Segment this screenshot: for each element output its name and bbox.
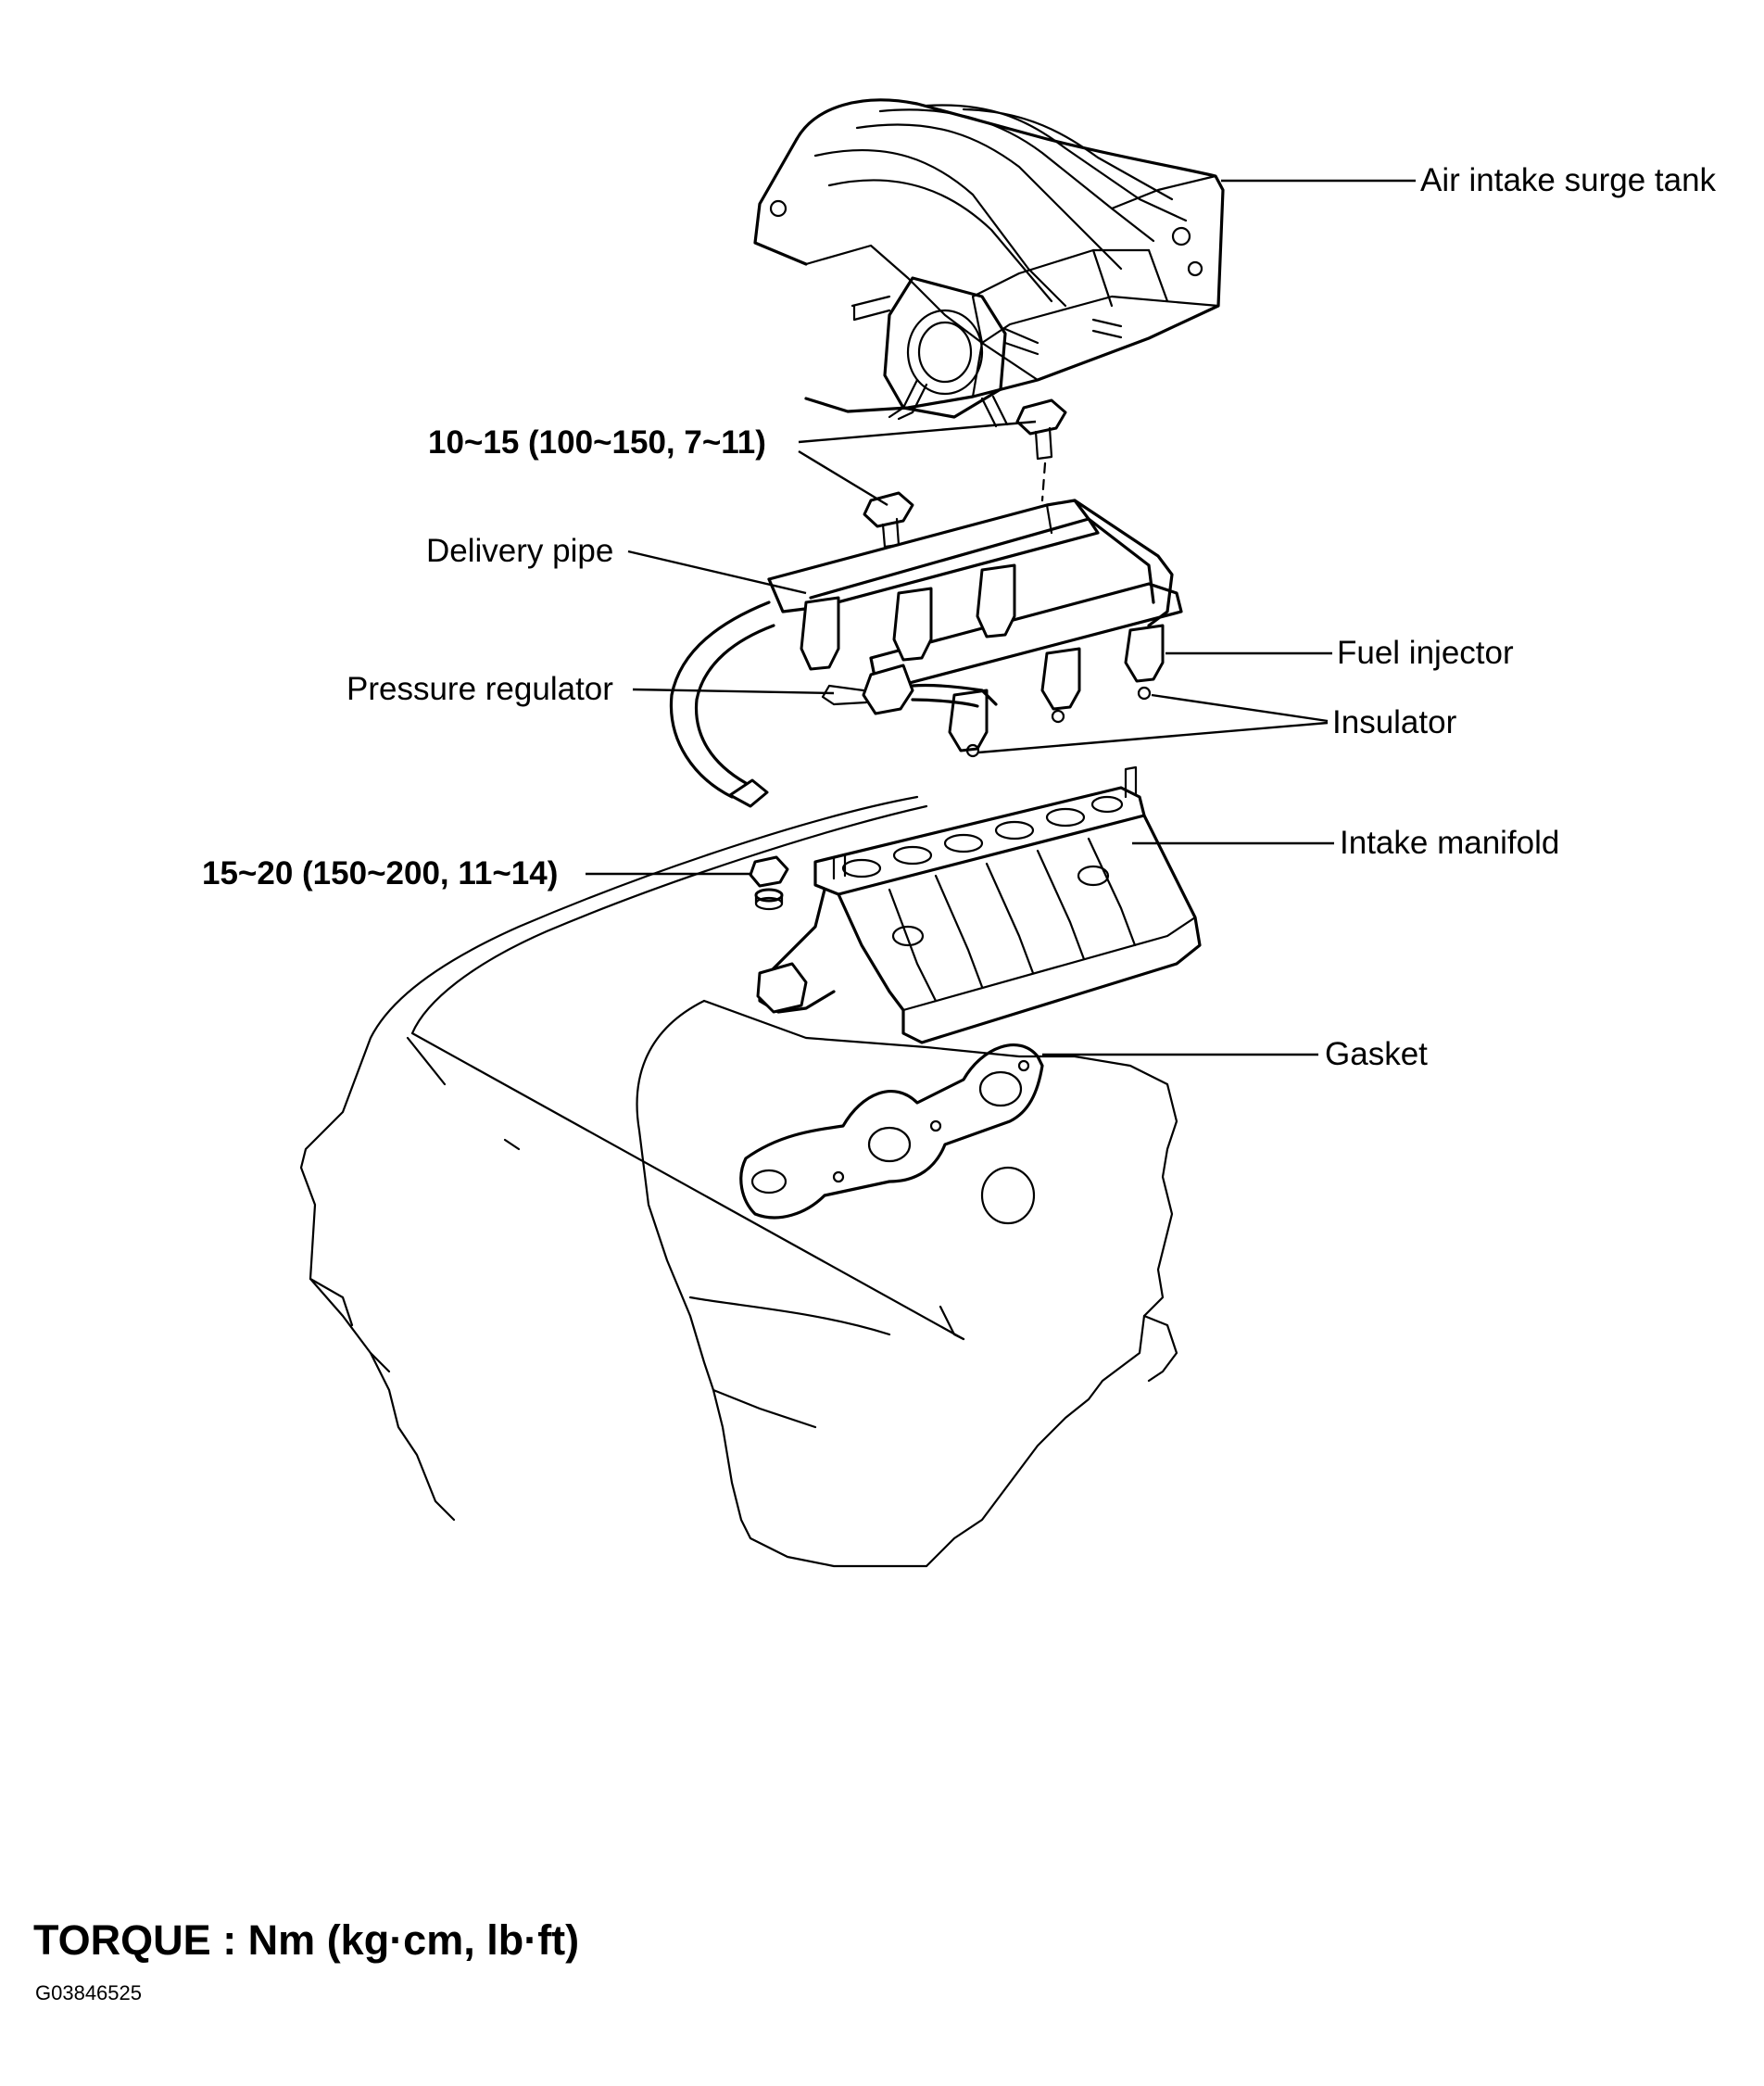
intake-manifold-nut (749, 855, 789, 911)
leader-lines (586, 179, 1416, 1056)
delivery-pipe-bolt-upper (1015, 398, 1067, 461)
fuel-injector-label: Fuel injector (1337, 635, 1514, 671)
insulator-parts (965, 686, 1152, 758)
figure-code: G03846525 (35, 1981, 142, 2004)
upper-bolt-torque-label: 10~15 (100~150, 7~11) (428, 424, 766, 461)
lower-nut-torque-label: 15~20 (150~200, 11~14) (202, 855, 559, 891)
delivery-pipe-label: Delivery pipe (426, 533, 614, 569)
pressure-regulator-part (821, 664, 998, 715)
delivery-pipe-part (669, 499, 1183, 808)
torque-units-heading: TORQUE : Nm (kg·cm, lb·ft) (33, 1916, 580, 1964)
gasket-label: Gasket (1325, 1036, 1428, 1072)
intake-manifold-label: Intake manifold (1340, 825, 1560, 861)
delivery-pipe-bolt-lower (863, 491, 914, 549)
air-intake-surge-tank-part (753, 98, 1225, 428)
engine-block-outline (299, 795, 1178, 1568)
pressure-regulator-label: Pressure regulator (346, 671, 613, 707)
insulator-label: Insulator (1332, 704, 1457, 740)
gasket-part (739, 1043, 1044, 1220)
air-intake-surge-tank-label: Air intake surge tank (1420, 162, 1717, 198)
intake-manifold-part (756, 765, 1202, 1044)
